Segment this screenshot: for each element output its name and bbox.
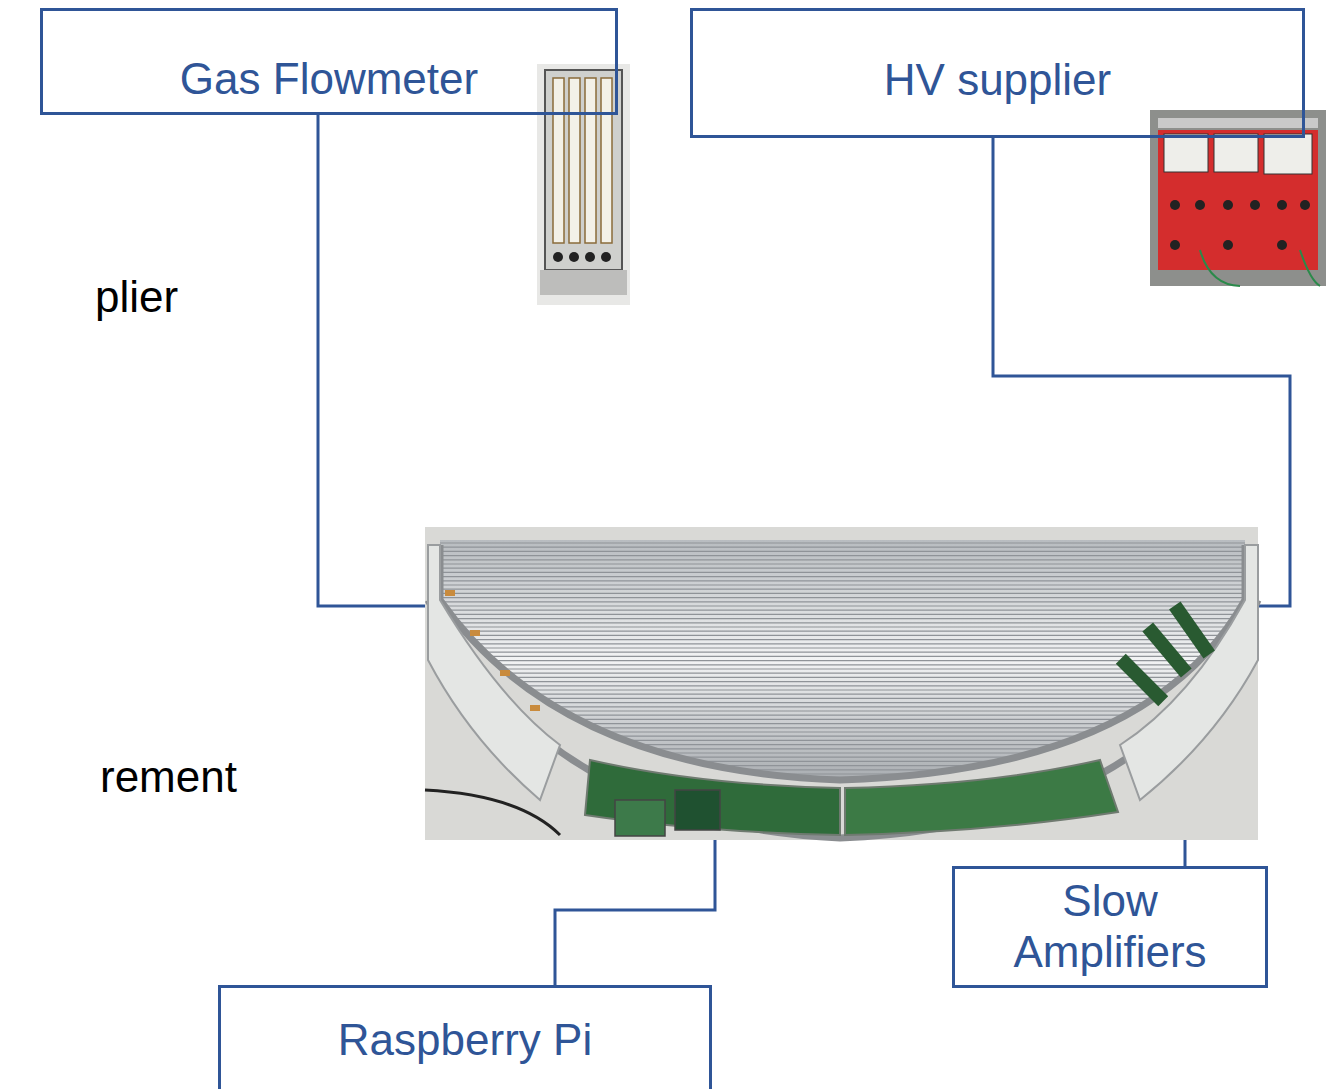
detector-photo [425,527,1258,840]
slide-text-fragment: plier [95,272,178,322]
callout-box: HV supplier [690,8,1305,138]
callout-box: Gas Flowmeter [40,8,618,115]
callout-text: Slow Amplifiers [990,876,1230,977]
callout-text: Gas Flowmeter [180,54,478,105]
slide-text-fragment: rement [100,752,237,802]
callout-text: Raspberry Pi [338,1015,592,1066]
leader-lines [318,112,1290,985]
callout-box: Raspberry Pi [218,985,712,1089]
callout-box: Slow Amplifiers [952,866,1268,988]
callout-text: HV supplier [884,55,1111,106]
